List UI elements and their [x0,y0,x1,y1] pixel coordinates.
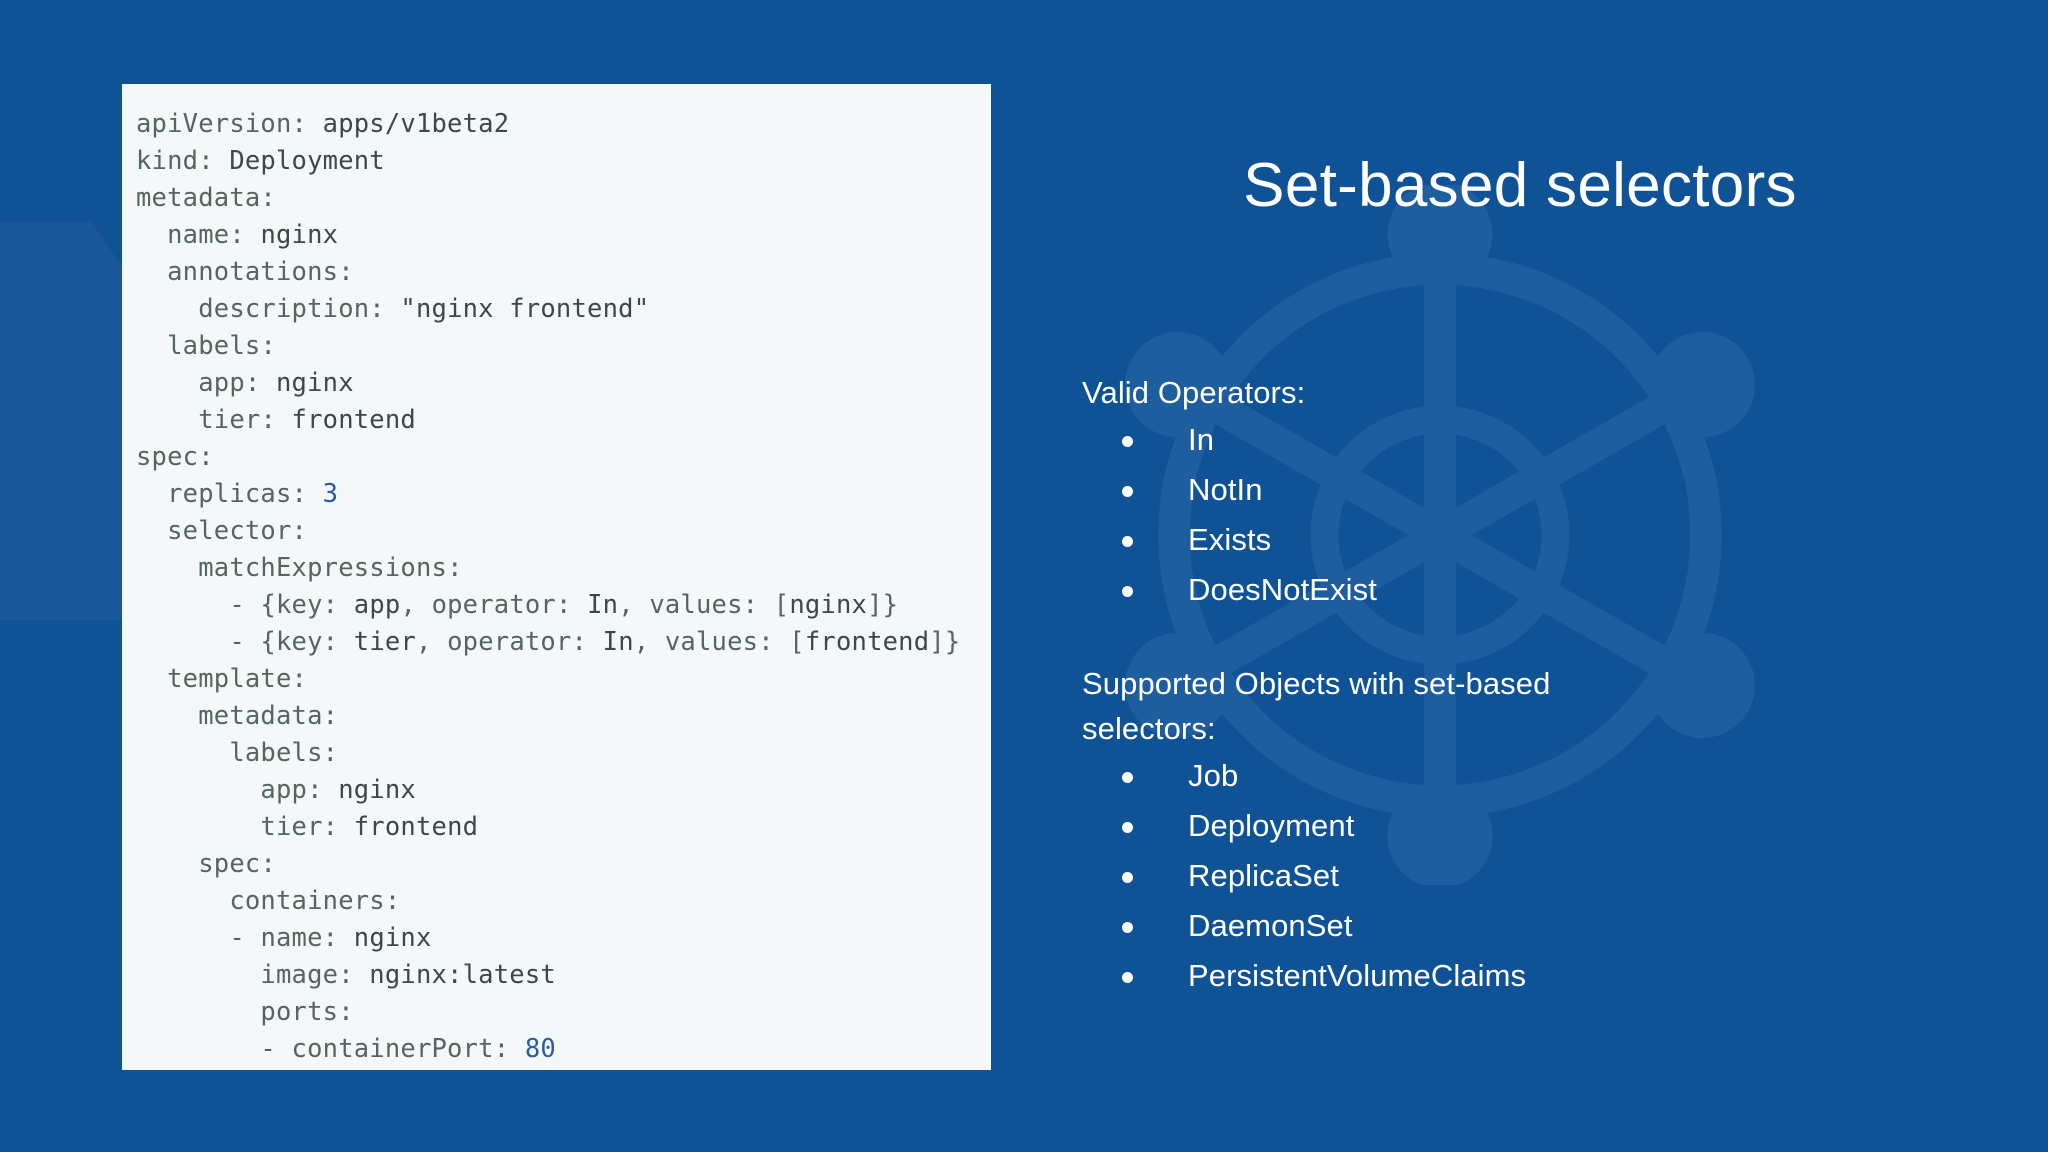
yaml-line: - {key: app, operator: In, values: [ngin… [229,590,899,620]
list-item: Exists [1082,515,1982,565]
yaml-line: app: nginx [260,775,416,805]
list-item: In [1082,415,1982,465]
operators-list: In NotIn Exists DoesNotExist [1082,415,1982,615]
yaml-line: spec: [136,442,214,472]
yaml-line: description: "nginx frontend" [198,294,650,324]
list-item: PersistentVolumeClaims [1082,951,1982,1001]
yaml-line: - name: nginx [229,923,432,953]
objects-heading-line2: selectors: [1082,711,1216,746]
yaml-line: containers: [229,886,401,916]
yaml-code-block: apiVersion: apps/v1beta2 kind: Deployment… [136,106,991,1068]
list-item: ReplicaSet [1082,851,1982,901]
yaml-line: metadata: [136,183,276,213]
yaml-line: kind: Deployment [136,146,385,176]
yaml-line: annotations: [167,257,354,287]
objects-list: Job Deployment ReplicaSet DaemonSet Pers… [1082,751,1982,1001]
yaml-line: - containerPort: 80 [260,1034,556,1064]
operators-heading: Valid Operators: [1082,375,1306,410]
yaml-line: selector: [167,516,308,546]
yaml-line: metadata: [198,701,339,731]
yaml-line: labels: [229,738,339,768]
slide-title: Set-based selectors [1243,151,1797,220]
yaml-line: template: [167,664,308,694]
yaml-line: - {key: tier, operator: In, values: [fro… [229,627,961,657]
yaml-code-panel: apiVersion: apps/v1beta2 kind: Deployment… [122,84,991,1070]
list-item: DoesNotExist [1082,565,1982,615]
yaml-line: image: nginx:latest [260,960,556,990]
yaml-line: tier: frontend [260,812,479,842]
list-item: Deployment [1082,801,1982,851]
yaml-line: apiVersion: apps/v1beta2 [136,109,510,139]
yaml-line: replicas: 3 [167,479,339,509]
yaml-line: labels: [167,331,276,361]
yaml-line: ports: [260,997,354,1027]
list-item: DaemonSet [1082,901,1982,951]
list-item: NotIn [1082,465,1982,515]
objects-heading-line1: Supported Objects with set-based [1082,666,1551,701]
list-item: Job [1082,751,1982,801]
yaml-line: tier: frontend [198,405,416,435]
content-column: Valid Operators: In NotIn Exists DoesNot… [1082,370,1982,1001]
yaml-line: spec: [198,849,276,879]
yaml-line: matchExpressions: [198,553,463,583]
yaml-line: app: nginx [198,368,354,398]
section-spacer [1082,615,1982,661]
yaml-line: name: nginx [167,220,339,250]
